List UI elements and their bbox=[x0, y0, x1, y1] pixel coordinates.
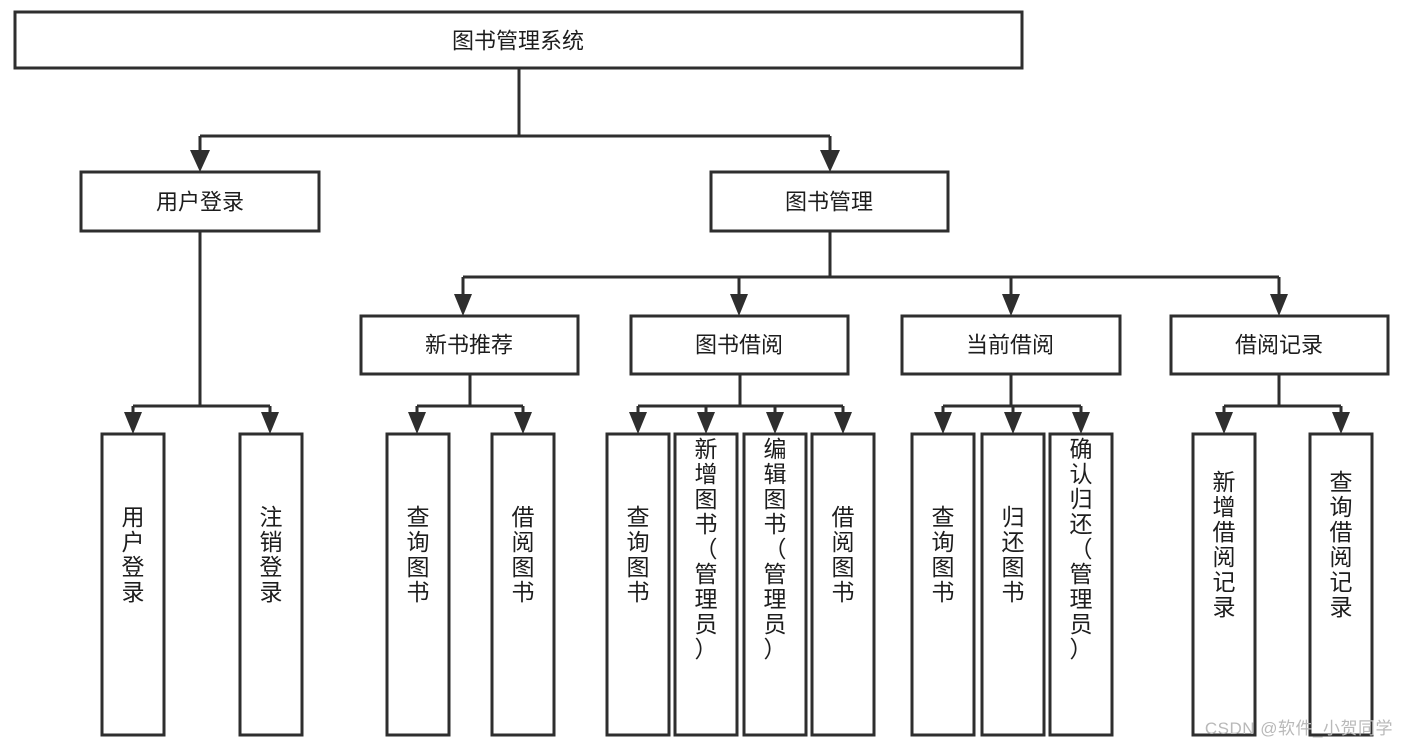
node-box-leaf-edit-book-admin[interactable] bbox=[742, 432, 808, 737]
connector-group-root bbox=[190, 68, 840, 172]
node-label-leaf-logout: 注销登录 bbox=[260, 504, 283, 605]
arrow-head-current-borrow-3 bbox=[1072, 412, 1090, 434]
arrow-head-current-borrow-1 bbox=[934, 412, 952, 434]
node-box-current-borrow[interactable] bbox=[900, 314, 1122, 376]
node-label-new-book-recommend: 新书推荐 bbox=[425, 333, 513, 358]
node-box-leaf-confirm-return-admin[interactable] bbox=[1048, 432, 1114, 737]
node-label-leaf-add-borrow-record: 新增借阅记录 bbox=[1213, 469, 1236, 620]
node-leaf-return-book[interactable]: 归还图书 bbox=[980, 432, 1046, 737]
connector-group-book-manage bbox=[454, 231, 1288, 316]
node-label-book-manage: 图书管理 bbox=[785, 190, 873, 215]
connector-group-borrow-record bbox=[1215, 374, 1350, 434]
node-label-user-login: 用户登录 bbox=[156, 190, 244, 215]
node-box-root-system[interactable] bbox=[13, 10, 1024, 70]
node-label-book-borrow: 图书借阅 bbox=[695, 333, 783, 358]
node-label-root-system: 图书管理系统 bbox=[452, 29, 584, 54]
arrow-head-book-borrow-4 bbox=[834, 412, 852, 434]
node-label-leaf-query-borrow-record: 查询借阅记录 bbox=[1330, 469, 1353, 620]
node-label-current-borrow: 当前借阅 bbox=[966, 333, 1054, 358]
arrow-head-root-1 bbox=[190, 150, 210, 172]
node-borrow-record[interactable]: 借阅记录 bbox=[1169, 314, 1390, 376]
arrow-head-user-login-2 bbox=[261, 412, 279, 434]
node-box-leaf-query-book-1[interactable] bbox=[385, 432, 451, 737]
node-box-leaf-query-book-3[interactable] bbox=[910, 432, 976, 737]
node-label-leaf-user-login: 用户登录 bbox=[122, 504, 145, 605]
node-leaf-query-book-3[interactable]: 查询图书 bbox=[910, 432, 976, 737]
node-box-user-login[interactable] bbox=[79, 170, 321, 233]
node-label-leaf-return-book: 归还图书 bbox=[1002, 504, 1025, 605]
node-box-book-borrow[interactable] bbox=[629, 314, 850, 376]
arrow-head-current-borrow-2 bbox=[1004, 412, 1022, 434]
node-current-borrow[interactable]: 当前借阅 bbox=[900, 314, 1122, 376]
node-box-leaf-borrow-book-1[interactable] bbox=[490, 432, 556, 737]
node-label-leaf-confirm-return-admin: 确认归还（管理员） bbox=[1070, 436, 1093, 662]
arrow-head-borrow-record-1 bbox=[1215, 412, 1233, 434]
arrow-head-user-login-1 bbox=[124, 412, 142, 434]
connector-group-new-book bbox=[408, 374, 532, 434]
node-box-leaf-borrow-book-2[interactable] bbox=[810, 432, 876, 737]
arrow-head-book-borrow-2 bbox=[697, 412, 715, 434]
arrow-head-book-borrow-1 bbox=[629, 412, 647, 434]
node-box-book-manage[interactable] bbox=[709, 170, 950, 233]
node-label-borrow-record: 借阅记录 bbox=[1235, 333, 1323, 358]
arrow-head-borrow-record-2 bbox=[1332, 412, 1350, 434]
arrow-head-new-book-1 bbox=[408, 412, 426, 434]
node-box-new-book-recommend[interactable] bbox=[359, 314, 580, 376]
connector-group-user-login bbox=[124, 231, 279, 434]
node-box-leaf-add-book-admin[interactable] bbox=[673, 432, 739, 737]
arrow-head-new-book-2 bbox=[514, 412, 532, 434]
node-leaf-borrow-book-2[interactable]: 借阅图书 bbox=[810, 432, 876, 737]
node-box-leaf-query-borrow-record[interactable] bbox=[1308, 432, 1374, 737]
node-label-leaf-query-book-3: 查询图书 bbox=[932, 504, 955, 605]
node-new-book-recommend[interactable]: 新书推荐 bbox=[359, 314, 580, 376]
arrow-head-root-2 bbox=[820, 150, 840, 172]
arrow-head-book-borrow-3 bbox=[766, 412, 784, 434]
node-book-borrow[interactable]: 图书借阅 bbox=[629, 314, 850, 376]
node-root-system[interactable]: 图书管理系统 bbox=[13, 10, 1024, 70]
node-leaf-edit-book-admin[interactable]: 编辑图书（管理员） bbox=[742, 432, 808, 737]
node-leaf-add-borrow-record[interactable]: 新增借阅记录 bbox=[1191, 432, 1257, 737]
arrow-head-book-manage-4 bbox=[1270, 294, 1288, 316]
connector-group-book-borrow bbox=[629, 374, 852, 434]
node-label-leaf-query-book-1: 查询图书 bbox=[407, 504, 430, 605]
node-leaf-user-login[interactable]: 用户登录 bbox=[100, 432, 166, 737]
node-book-manage[interactable]: 图书管理 bbox=[709, 170, 950, 233]
node-box-leaf-logout[interactable] bbox=[238, 432, 304, 737]
node-box-leaf-add-borrow-record[interactable] bbox=[1191, 432, 1257, 737]
watermark-text: CSDN @软件_小贺同学 bbox=[1204, 719, 1393, 738]
node-leaf-query-borrow-record[interactable]: 查询借阅记录 bbox=[1308, 432, 1374, 737]
node-leaf-query-book-1[interactable]: 查询图书 bbox=[385, 432, 451, 737]
node-box-leaf-return-book[interactable] bbox=[980, 432, 1046, 737]
node-leaf-query-book-2[interactable]: 查询图书 bbox=[605, 432, 671, 737]
node-leaf-logout[interactable]: 注销登录 bbox=[238, 432, 304, 737]
node-leaf-add-book-admin[interactable]: 新增图书（管理员） bbox=[673, 432, 739, 737]
node-label-leaf-edit-book-admin: 编辑图书（管理员） bbox=[764, 436, 787, 662]
node-label-leaf-borrow-book-1: 借阅图书 bbox=[512, 504, 535, 605]
arrow-head-book-manage-1 bbox=[454, 294, 472, 316]
node-leaf-confirm-return-admin[interactable]: 确认归还（管理员） bbox=[1048, 432, 1114, 737]
node-box-borrow-record[interactable] bbox=[1169, 314, 1390, 376]
connector-group-current-borrow bbox=[934, 374, 1090, 434]
node-box-leaf-query-book-2[interactable] bbox=[605, 432, 671, 737]
node-label-leaf-query-book-2: 查询图书 bbox=[627, 504, 650, 605]
node-user-login[interactable]: 用户登录 bbox=[79, 170, 321, 233]
node-box-leaf-user-login[interactable] bbox=[100, 432, 166, 737]
node-leaf-borrow-book-1[interactable]: 借阅图书 bbox=[490, 432, 556, 737]
node-label-leaf-borrow-book-2: 借阅图书 bbox=[832, 504, 855, 605]
node-label-leaf-add-book-admin: 新增图书（管理员） bbox=[695, 436, 718, 662]
arrow-head-book-manage-2 bbox=[730, 294, 748, 316]
arrow-head-book-manage-3 bbox=[1002, 294, 1020, 316]
